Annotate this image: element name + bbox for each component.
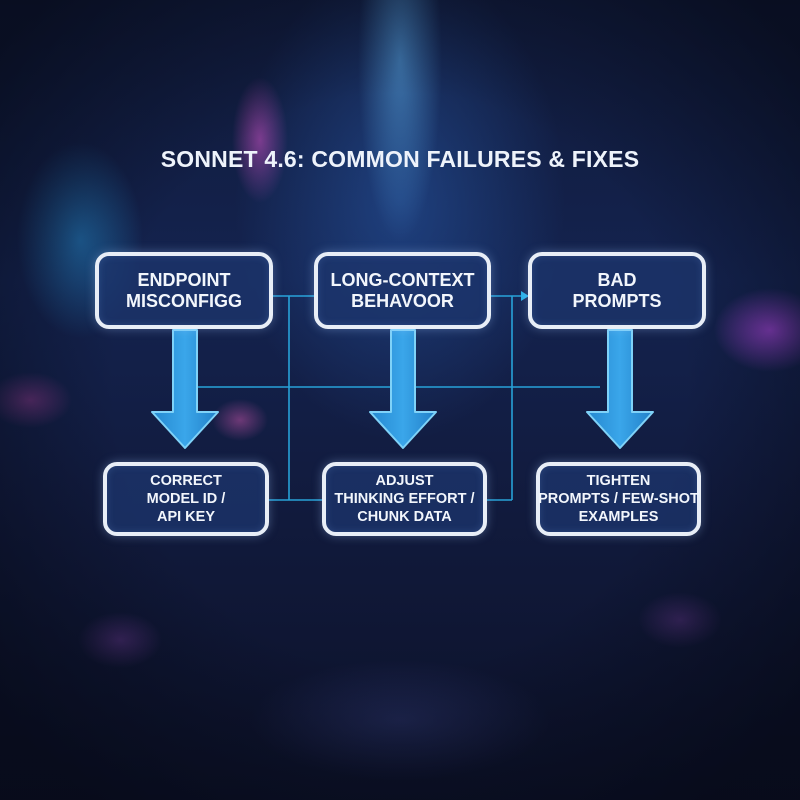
fix-label-line: THINKING EFFORT /: [334, 490, 475, 507]
failure-box-endpoint-misconfig: ENDPOINT MISCONFIGG: [95, 252, 273, 329]
connector-arrowhead-icon: [521, 291, 529, 301]
fix-label-line: PROMPTS / FEW-SHOT: [538, 490, 699, 507]
down-arrow-icon-3: [586, 329, 654, 449]
failure-label-line: LONG-CONTEXT: [330, 269, 475, 290]
down-arrow-icon-2: [369, 329, 437, 449]
failure-box-bad-prompts: BAD PROMPTS: [528, 252, 706, 329]
diagram-title: SONNET 4.6: COMMON FAILURES & FIXES: [160, 146, 640, 172]
fix-box-tighten-prompts: TIGHTEN PROMPTS / FEW-SHOT EXAMPLES: [536, 462, 701, 536]
failure-label-line: PROMPTS: [572, 290, 662, 311]
failure-label-line: ENDPOINT: [137, 269, 231, 290]
fix-label-line: TIGHTEN: [586, 472, 651, 489]
fix-box-correct-model-id: CORRECT MODEL ID / API KEY: [103, 462, 269, 536]
failure-box-long-context-behavior: LONG-CONTEXT BEHAVOOR: [314, 252, 491, 329]
fix-label-line: API KEY: [156, 509, 215, 526]
failure-label-line: BEHAVOOR: [351, 290, 454, 311]
down-arrow-icon-1: [151, 329, 219, 449]
fix-label-line: CHUNK DATA: [357, 509, 452, 526]
failure-label-line: BAD: [597, 269, 637, 290]
failure-label-line: MISCONFIGG: [126, 290, 242, 311]
fix-label-line: ADJUST: [375, 472, 434, 489]
fix-label-line: EXAMPLES: [578, 509, 659, 526]
fix-label-line: MODEL ID /: [146, 490, 226, 507]
fix-label-line: CORRECT: [150, 472, 222, 489]
fix-box-adjust-thinking-effort: ADJUST THINKING EFFORT / CHUNK DATA: [322, 462, 487, 536]
